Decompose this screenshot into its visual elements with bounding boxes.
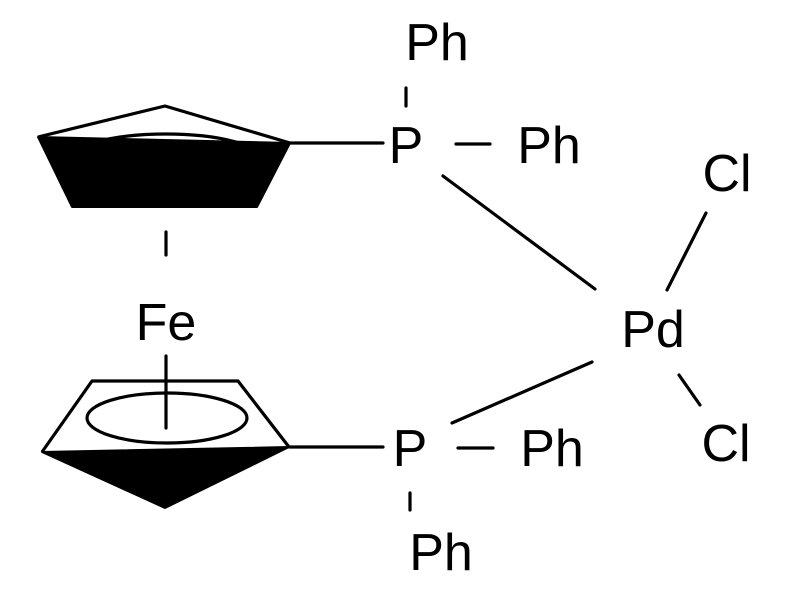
- top-p-pd-bond: [441, 174, 597, 291]
- lower-ring-front-face: [41, 446, 290, 509]
- top-phosphorus-label: P: [389, 117, 424, 175]
- upper-ring-aromatic-circle: [67, 132, 265, 188]
- upper-cp-ring: [37, 104, 291, 208]
- bottom-chlorine-label: Cl: [701, 415, 750, 473]
- lower-ring-aromatic-circle: [85, 391, 249, 445]
- upper-ring-front-face: [37, 136, 291, 208]
- bottom-p-pd-bond: [450, 360, 594, 425]
- top-phenyl-up-label: Ph: [405, 14, 469, 72]
- lower-cp-ring: [40, 379, 291, 509]
- upper-ring-back-edge: [37, 104, 291, 145]
- lower-ring-back-edge: [40, 379, 291, 453]
- bottom-phenyl-right-label: Ph: [520, 420, 584, 478]
- pd-cl-top-bond: [665, 211, 708, 292]
- bottom-phenyl-down-label: Ph: [409, 524, 473, 582]
- top-phenyl-right-label: Ph: [517, 117, 581, 175]
- pd-cl-bottom-bond: [677, 373, 702, 407]
- top-chlorine-label: Cl: [702, 145, 751, 203]
- palladium-atom-label: Pd: [621, 301, 685, 359]
- iron-atom-label: Fe: [136, 294, 197, 352]
- bottom-phosphorus-label: P: [393, 420, 428, 478]
